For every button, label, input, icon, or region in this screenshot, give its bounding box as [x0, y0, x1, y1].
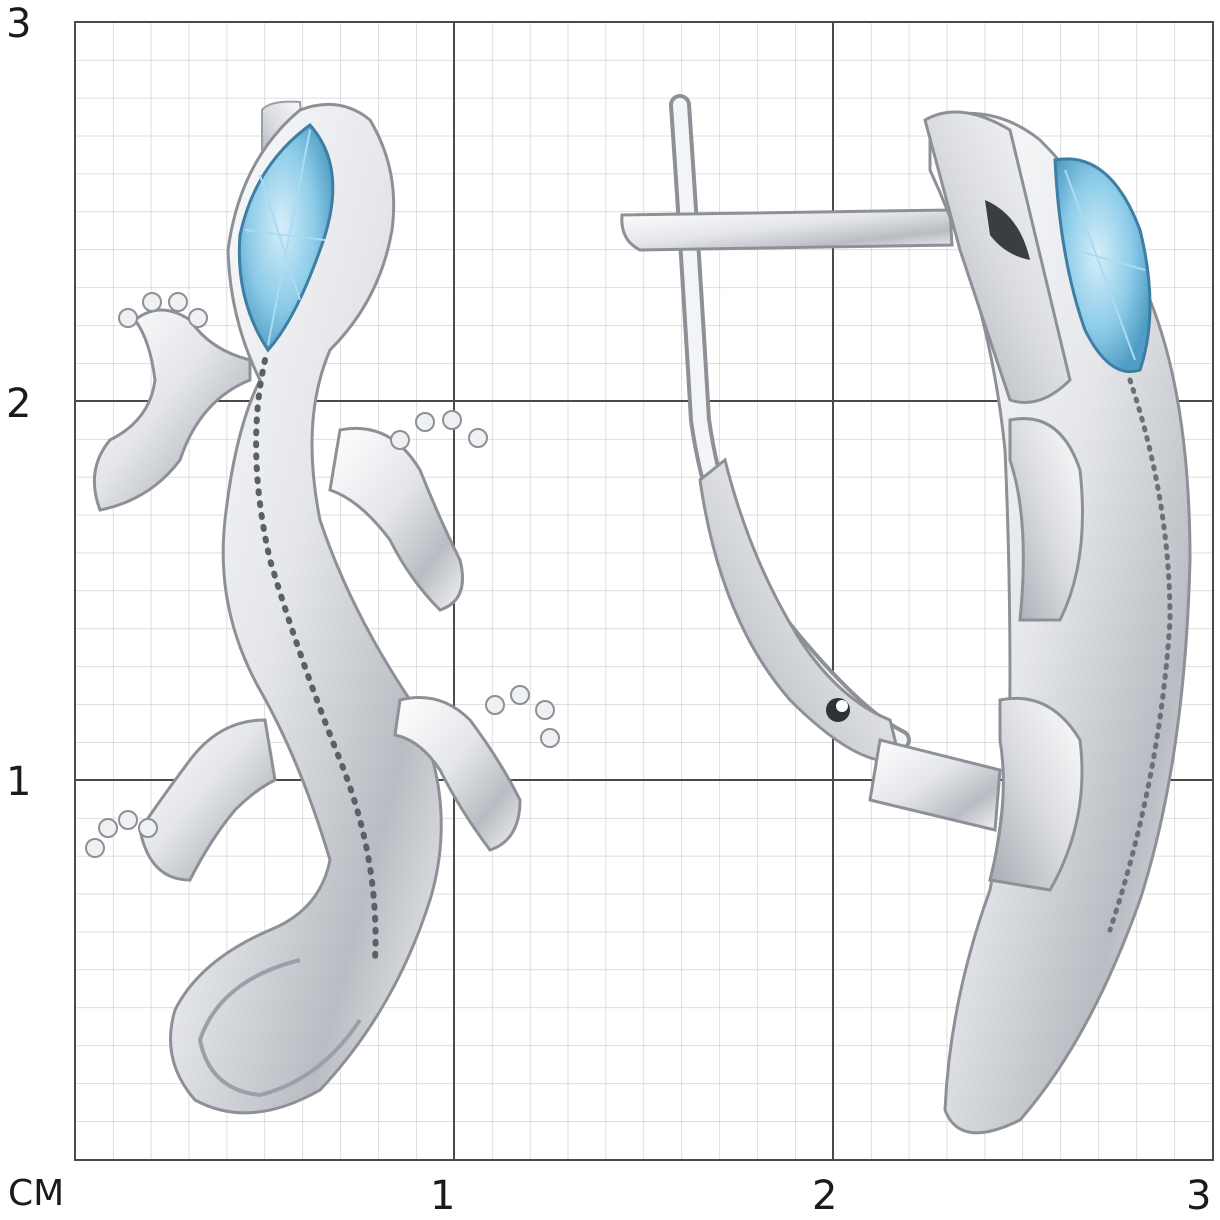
unit-label: СМ — [8, 1173, 65, 1214]
lizard-earring-side-view — [620, 94, 1192, 1135]
back-left-toes — [85, 810, 158, 858]
y-axis-label-2: 2 — [6, 381, 32, 427]
lizard-earring-front-view — [85, 100, 560, 1115]
x-axis-label-1: 1 — [430, 1173, 456, 1219]
x-axis-label-2: 2 — [812, 1173, 838, 1219]
front-left-toes — [118, 292, 208, 328]
y-axis-label-1: 1 — [6, 759, 32, 805]
x-axis-label-3: 3 — [1186, 1173, 1212, 1219]
blue-topaz-stone-side — [1053, 157, 1152, 374]
front-right-toes — [390, 410, 488, 450]
back-right-toes — [485, 685, 560, 748]
y-axis-label-3: 3 — [6, 1, 32, 47]
